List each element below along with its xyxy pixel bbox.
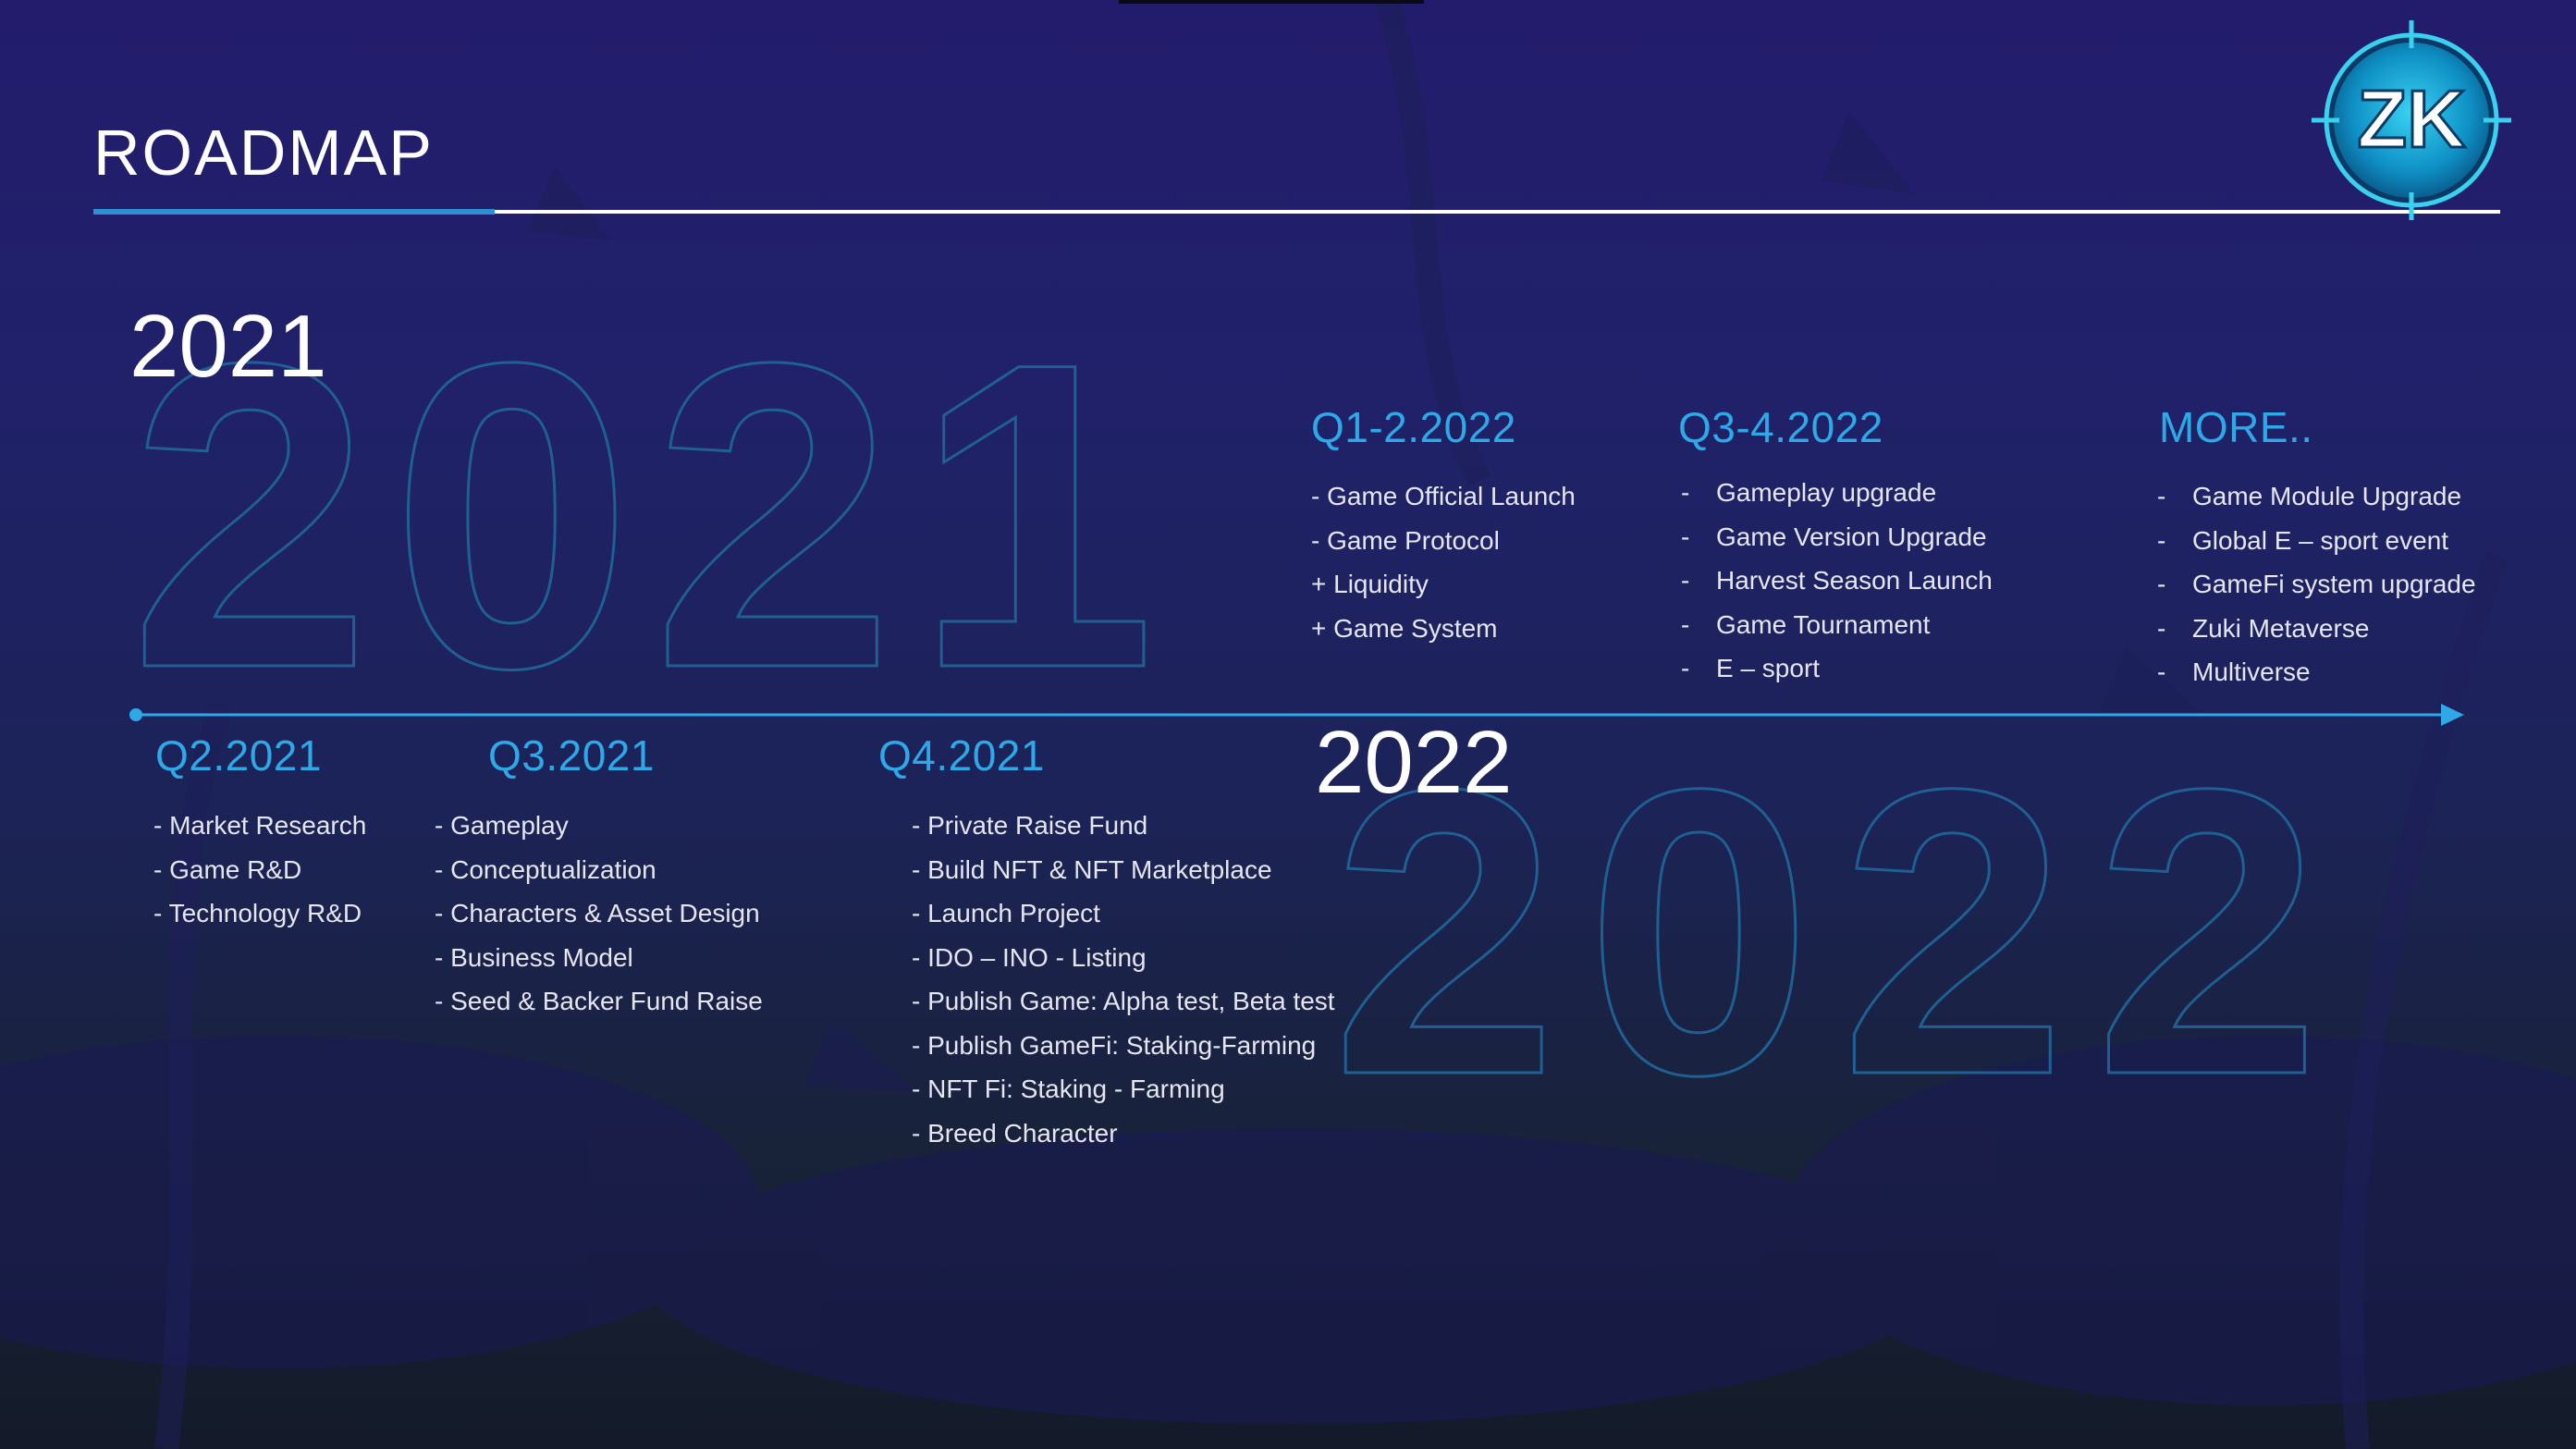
- logo-text: ZK: [2357, 73, 2465, 165]
- year-label-2021: 2021: [129, 297, 327, 396]
- list-item: -Harvest Season Launch: [1681, 566, 1993, 595]
- timeline-arrowhead: [2441, 704, 2464, 726]
- phase-heading-q2-2021: Q2.2021: [155, 731, 322, 780]
- year-label-2022: 2022: [1315, 713, 1513, 812]
- list-item: -E – sport: [1681, 654, 1821, 682]
- list-item: - Publish Game: Alpha test, Beta test: [912, 987, 1335, 1015]
- list-item: - Launch Project: [912, 899, 1100, 927]
- phase-heading-q4-2021: Q4.2021: [878, 731, 1045, 780]
- phase-list-more: -Game Module Upgrade -Global E – sport e…: [2157, 474, 2476, 694]
- list-item: -GameFi system upgrade: [2157, 570, 2476, 598]
- list-item: -Global E – sport event: [2157, 525, 2449, 555]
- phase-heading-q1-2-2022: Q1-2.2022: [1311, 403, 1516, 451]
- list-item: - NFT Fi: Staking - Farming: [912, 1074, 1225, 1103]
- top-edge-bar: [1119, 0, 1424, 4]
- list-item: -Game Tournament: [1681, 609, 1931, 639]
- list-item: + Game System: [1311, 613, 1498, 643]
- list-item: - Game Protocol: [1311, 525, 1500, 555]
- timeline-axis: [129, 704, 2464, 726]
- list-item: - Business Model: [435, 942, 633, 972]
- list-item: - Breed Character: [912, 1118, 1118, 1148]
- header-divider: [93, 210, 2500, 214]
- header-divider-accent: [93, 209, 495, 215]
- list-item: - Gameplay: [435, 811, 569, 840]
- list-item: - Game R&D: [153, 854, 302, 884]
- list-item: - Seed & Backer Fund Raise: [435, 987, 763, 1015]
- list-item: - Private Raise Fund: [912, 811, 1148, 840]
- phase-list-q3-4-2022: -Gameplay upgrade -Game Version Upgrade …: [1681, 471, 1993, 691]
- zk-logo: ZK: [2312, 20, 2511, 220]
- phase-list-q1-2-2022: - Game Official Launch - Game Protocol +…: [1311, 474, 1576, 650]
- list-item: - Technology R&D: [153, 899, 362, 927]
- phase-list-q3-2021: - Gameplay - Conceptualization - Charact…: [435, 804, 763, 1024]
- list-item: + Liquidity: [1311, 570, 1429, 598]
- outline-year-2022: 2022: [1331, 758, 2323, 1091]
- list-item: -Game Version Upgrade: [1681, 522, 1987, 551]
- phase-list-q2-2021: - Market Research - Game R&D - Technolog…: [153, 804, 366, 936]
- list-item: - Game Official Launch: [1311, 482, 1576, 510]
- list-item: - Characters & Asset Design: [435, 899, 760, 927]
- list-item: - Publish GameFi: Staking-Farming: [912, 1030, 1317, 1060]
- list-item: -Zuki Metaverse: [2157, 613, 2370, 643]
- list-item: - IDO – INO - Listing: [912, 942, 1147, 972]
- list-item: -Multiverse: [2157, 657, 2311, 686]
- phase-heading-more: MORE..: [2159, 403, 2313, 451]
- page-title: ROADMAP: [93, 116, 434, 189]
- outline-year-2021: 2021: [129, 333, 1158, 684]
- list-item: -Game Module Upgrade: [2157, 482, 2462, 510]
- list-item: - Conceptualization: [435, 854, 656, 884]
- list-item: -Gameplay upgrade: [1681, 478, 1937, 507]
- list-item: - Build NFT & NFT Marketplace: [912, 854, 1272, 884]
- phase-heading-q3-2021: Q3.2021: [488, 731, 655, 780]
- list-item: - Market Research: [153, 811, 367, 840]
- phase-heading-q3-4-2022: Q3-4.2022: [1678, 403, 1883, 451]
- phase-list-q4-2021: - Private Raise Fund - Build NFT & NFT M…: [912, 804, 1335, 1155]
